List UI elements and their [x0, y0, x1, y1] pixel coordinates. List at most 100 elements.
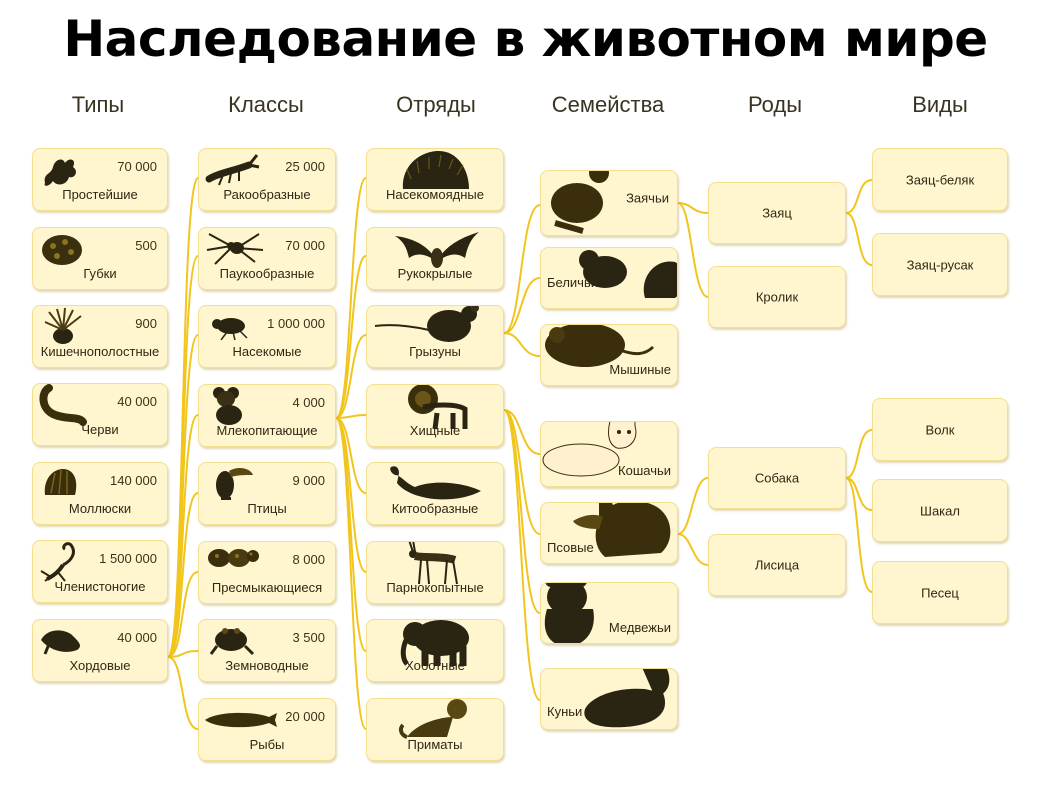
- family-card-murids[interactable]: Мышиные: [540, 324, 678, 386]
- type-count: 40 000: [117, 630, 157, 645]
- mouse-icon: [545, 325, 655, 367]
- class-label: Ракообразные: [223, 187, 311, 202]
- order-card-bats[interactable]: Рукокрылые: [366, 227, 504, 290]
- species-card-jackal[interactable]: Шакал: [872, 479, 1008, 542]
- type-count: 900: [135, 316, 157, 331]
- class-card-arachnids[interactable]: 70 000 Паукообразные: [198, 227, 336, 290]
- column-header-genera: Роды: [747, 92, 803, 117]
- type-label: Членистоногие: [54, 579, 146, 594]
- family-card-leporids[interactable]: Заячьи: [540, 170, 678, 236]
- genus-card-rabbit[interactable]: Кролик: [708, 266, 846, 328]
- frog-icon: [209, 628, 255, 656]
- family-card-sciurids[interactable]: Беличьи: [540, 247, 678, 309]
- protozoa-icon: [44, 159, 76, 186]
- order-label: Грызуны: [409, 344, 461, 359]
- family-label: Беличьи: [547, 275, 598, 290]
- type-label: Моллюски: [68, 501, 132, 516]
- class-count: 20 000: [285, 709, 325, 724]
- page-title: Наследование в животном мире: [63, 10, 988, 68]
- class-card-reptiles[interactable]: 8 000 Пресмыкающиеся: [198, 541, 336, 604]
- class-label: Насекомые: [232, 344, 302, 359]
- order-card-artiodactyls[interactable]: Парнокопытные: [366, 541, 504, 604]
- type-count: 140 000: [110, 473, 157, 488]
- family-card-canids[interactable]: Псовые: [540, 502, 678, 564]
- type-card-mollusks[interactable]: 140 000 Моллюски: [32, 462, 168, 525]
- class-card-mammals[interactable]: 4 000 Млекопитающие: [198, 384, 336, 447]
- order-card-cetaceans[interactable]: Китообразные: [366, 462, 504, 525]
- species-label: Шакал: [920, 503, 960, 518]
- type-count: 500: [135, 238, 157, 253]
- type-card-sponges[interactable]: 500 Губки: [32, 227, 168, 290]
- cat-icon: [542, 422, 637, 477]
- class-card-birds[interactable]: 9 000 Птицы: [198, 462, 336, 525]
- insect-icon: [212, 318, 248, 340]
- order-label: Хоботные: [405, 658, 465, 673]
- type-label: Простейшие: [62, 187, 138, 202]
- species-card-mountain-hare[interactable]: Заяц-беляк: [872, 148, 1008, 211]
- class-count: 8 000: [292, 552, 325, 567]
- bat-icon: [395, 232, 479, 268]
- family-card-mustelids[interactable]: Куньи: [540, 668, 678, 730]
- order-label: Рукокрылые: [397, 266, 473, 281]
- order-card-insectivores[interactable]: Насекомоядные: [366, 148, 504, 211]
- type-count: 70 000: [117, 159, 157, 174]
- species-card-european-hare[interactable]: Заяц-русак: [872, 233, 1008, 296]
- type-card-worms[interactable]: 40 000 Черви: [32, 383, 168, 446]
- column-header-classes: Классы: [228, 92, 304, 117]
- order-label: Китообразные: [391, 501, 479, 516]
- order-card-primates[interactable]: Приматы: [366, 698, 504, 761]
- marten-icon: [584, 669, 670, 728]
- class-count: 4 000: [292, 395, 325, 410]
- type-label: Губки: [83, 266, 117, 281]
- order-card-carnivores[interactable]: Хищные: [366, 384, 504, 447]
- type-label: Черви: [81, 422, 119, 437]
- order-label: Хищные: [409, 423, 461, 438]
- family-label: Мышиные: [609, 362, 671, 377]
- order-card-proboscideans[interactable]: Хоботные: [366, 619, 504, 682]
- chordate-icon: [41, 630, 80, 655]
- class-count: 9 000: [292, 473, 325, 488]
- family-card-felids[interactable]: Кошачьи: [540, 421, 678, 487]
- class-label: Млекопитающие: [216, 423, 318, 438]
- genus-label: Собака: [754, 470, 800, 486]
- genus-card-hare[interactable]: Заяц: [708, 182, 846, 244]
- hare-icon: [551, 171, 609, 234]
- class-card-insects[interactable]: 1 000 000 Насекомые: [198, 305, 336, 368]
- class-label: Пресмыкающиеся: [211, 580, 323, 595]
- antelope-icon: [408, 542, 458, 585]
- monkey-icon: [398, 699, 467, 739]
- family-label: Заячьи: [626, 190, 669, 206]
- class-card-amphibians[interactable]: 3 500 Земноводные: [198, 619, 336, 682]
- genus-card-fox[interactable]: Лисица: [708, 534, 846, 596]
- sponge-icon: [42, 235, 82, 265]
- class-count: 3 500: [292, 630, 325, 645]
- scorpion-icon: [40, 542, 75, 582]
- hedgehog-icon: [402, 151, 469, 189]
- class-card-fish[interactable]: 20 000 Рыбы: [198, 698, 336, 761]
- order-label: Приматы: [407, 737, 463, 752]
- genus-label: Заяц: [762, 205, 792, 221]
- order-label: Насекомоядные: [386, 187, 484, 202]
- turtle-icon: [208, 549, 259, 567]
- family-card-ursids[interactable]: Медвежьи: [540, 582, 678, 644]
- fish-icon: [205, 712, 277, 728]
- order-card-rodents[interactable]: Грызуны: [366, 305, 504, 368]
- type-card-arthropods[interactable]: 1 500 000 Членистоногие: [32, 540, 168, 603]
- class-card-crustaceans[interactable]: 25 000 Ракообразные: [198, 148, 336, 211]
- genus-card-dog[interactable]: Собака: [708, 447, 846, 509]
- type-card-coelenterates[interactable]: 900 Кишечнополостные: [32, 305, 168, 368]
- column-header-families: Семейства: [551, 92, 665, 117]
- column-header-species: Виды: [912, 92, 968, 117]
- species-card-arctic-fox[interactable]: Песец: [872, 561, 1008, 624]
- species-label: Волк: [925, 422, 955, 437]
- class-count: 70 000: [285, 238, 325, 253]
- type-card-protozoa[interactable]: 70 000 Простейшие: [32, 148, 168, 211]
- whale-icon: [390, 466, 481, 500]
- class-label: Земноводные: [225, 658, 309, 673]
- species-card-wolf[interactable]: Волк: [872, 398, 1008, 461]
- wolf-icon: [573, 503, 671, 557]
- type-card-chordates[interactable]: 40 000 Хордовые: [32, 619, 168, 682]
- class-count: 25 000: [285, 159, 325, 174]
- genus-label: Кролик: [755, 289, 799, 305]
- order-label: Парнокопытные: [386, 580, 484, 595]
